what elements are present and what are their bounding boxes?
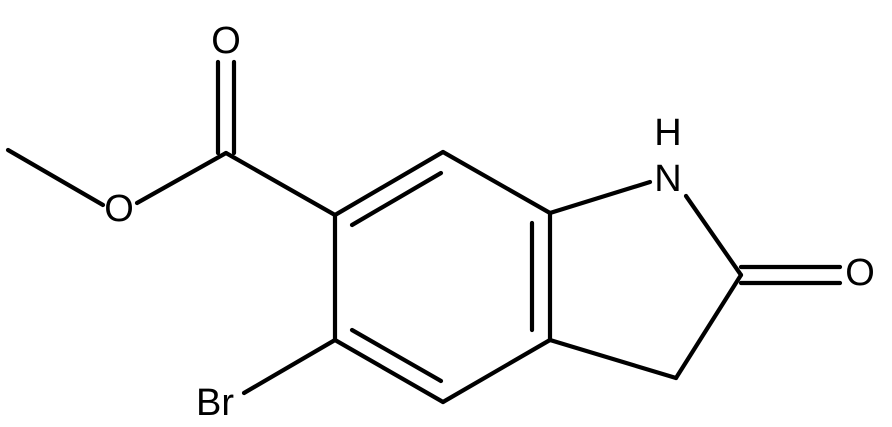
bond-ring-c6-c7-inner (349, 170, 444, 228)
bond-ring-c6-c7 (332, 149, 446, 218)
atom-nh-h: H (654, 112, 681, 154)
bond-c2-c3 (673, 272, 744, 381)
atom-carbonyl-o: O (211, 20, 241, 62)
bond-c7a-n (547, 179, 653, 216)
bond-n-c2 (683, 193, 744, 278)
bond-carbonyl-c-ring (223, 150, 338, 218)
bond-c3-c3a (547, 337, 679, 381)
bond-c5-br (241, 337, 338, 396)
bond-methyl-o (5, 147, 106, 208)
bond-ring-c3a-c4 (440, 337, 553, 405)
atom-ester-o: O (104, 188, 134, 230)
atom-n: N (654, 158, 681, 200)
bond-o-carbonyl-c (134, 150, 229, 206)
atom-br: Br (196, 382, 234, 424)
bond-ring-c7-c7a (440, 149, 553, 216)
bond-ring-c4-c5-inner (349, 327, 444, 384)
bond-ring-c4-c5 (332, 337, 446, 405)
atom-lactam-o: O (845, 252, 875, 294)
